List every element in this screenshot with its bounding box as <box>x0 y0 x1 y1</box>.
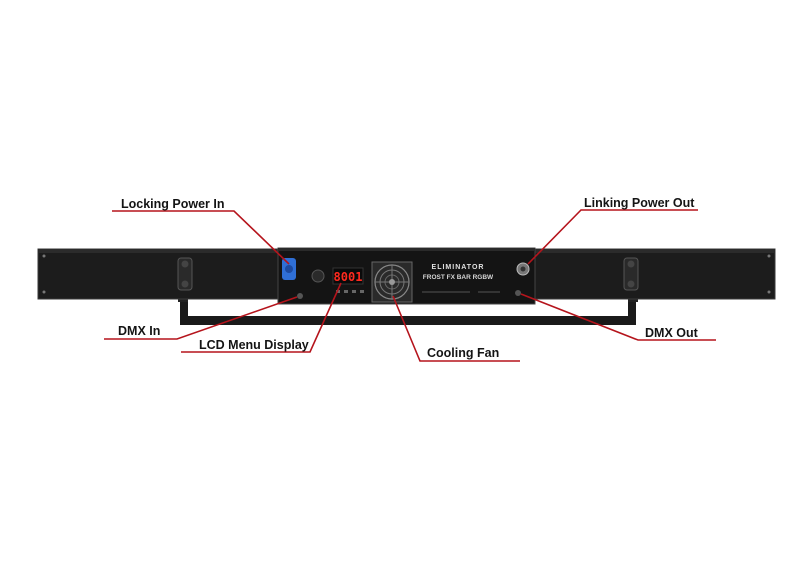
callout-line-locking-power-in <box>112 210 290 265</box>
model-name: FROST FX BAR RGBW <box>423 274 494 281</box>
dmx-out-connector-icon <box>515 290 521 296</box>
callout-label-linking-power-out: Linking Power Out <box>584 196 695 210</box>
dmx-in-connector-icon <box>297 293 303 299</box>
callout-label-cooling-fan: Cooling Fan <box>427 346 500 360</box>
right-knob-icon <box>623 257 639 291</box>
callout-line-lcd-menu-display <box>181 282 342 353</box>
cooling-fan-icon <box>371 261 413 303</box>
power-out-connector-icon <box>516 262 530 276</box>
left-knob-icon <box>177 257 193 291</box>
left-light-bar <box>37 248 293 300</box>
callout-label-lcd-menu-display: LCD Menu Display <box>199 338 309 352</box>
callout-label-dmx-in: DMX In <box>118 324 161 338</box>
callout-line-linking-power-out <box>527 209 698 265</box>
lcd-display: 8001 <box>332 267 364 293</box>
power-in-connector-icon <box>282 258 296 280</box>
callout-line-cooling-fan <box>392 295 520 362</box>
callout-line-dmx-in <box>104 296 298 340</box>
brand-plate: ELIMINATOR FROST FX BAR RGBW <box>422 264 500 293</box>
callout-label-locking-power-in: Locking Power In <box>121 197 225 211</box>
right-light-bar <box>520 248 776 300</box>
menu-button-icon <box>311 269 325 283</box>
callout-label-dmx-out: DMX Out <box>645 326 698 340</box>
callout-lines <box>104 209 716 362</box>
lcd-readout: 8001 <box>334 270 363 284</box>
callout-line-dmx-out <box>520 293 716 341</box>
brand-logo: ELIMINATOR <box>432 264 485 271</box>
